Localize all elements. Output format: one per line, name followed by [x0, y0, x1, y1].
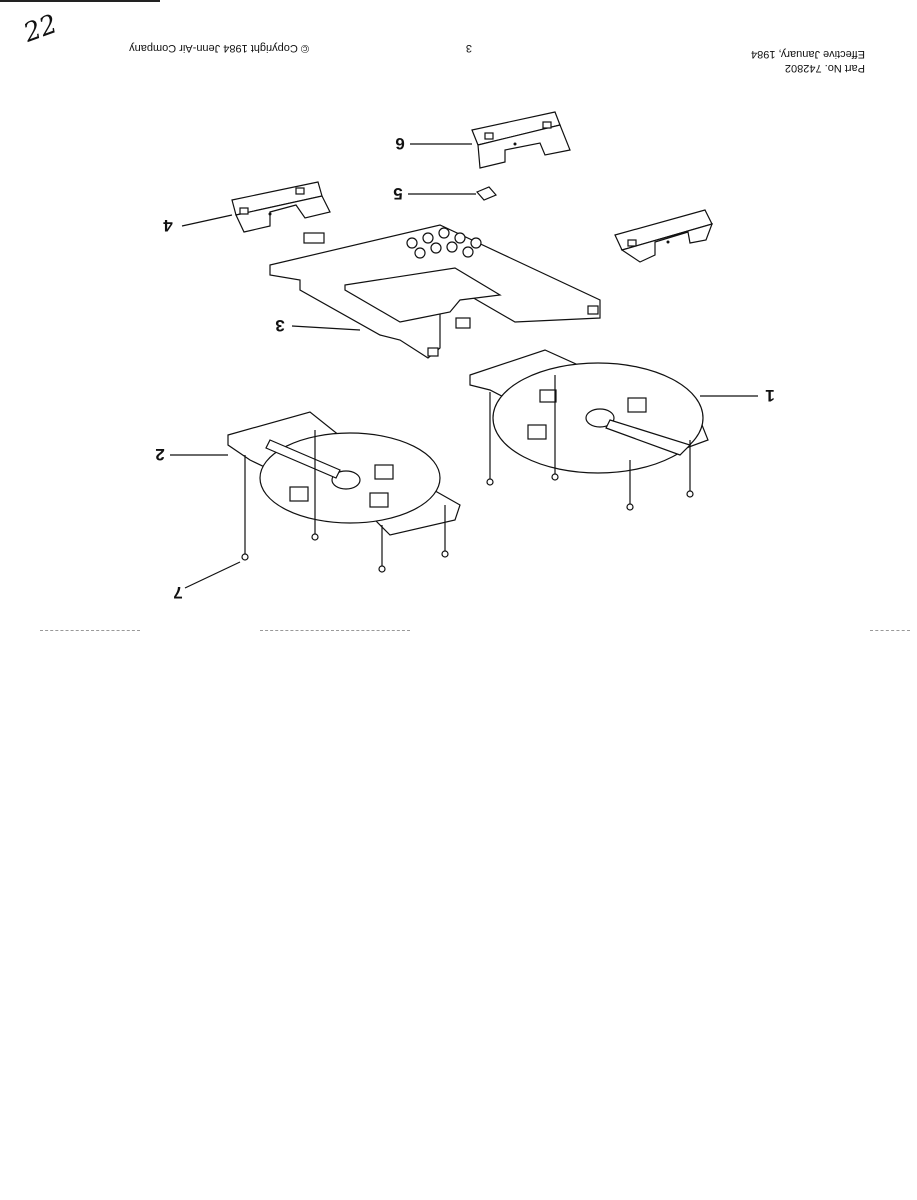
callout-3: 3: [275, 316, 284, 335]
right-bracket: [614, 209, 713, 263]
part-3-plate: [269, 224, 601, 359]
top-rule: [0, 0, 160, 2]
scan-artifact-line: [870, 630, 910, 632]
scan-artifact-line: [260, 630, 410, 632]
callout-7: 7: [173, 583, 182, 602]
part-2-base: [227, 411, 461, 573]
part-6-bracket: [471, 111, 571, 169]
callout-5: 5: [393, 184, 402, 203]
part-4-bracket: [231, 181, 331, 244]
scan-artifact-line: [40, 630, 140, 632]
callout-6: 6: [395, 134, 404, 153]
part-5-pad: [475, 186, 498, 201]
callout-4: 4: [163, 216, 173, 235]
part-1-base: [469, 349, 709, 511]
callout-2: 2: [155, 445, 164, 464]
callout-1: 1: [765, 386, 774, 405]
plate-holes: [406, 227, 482, 259]
